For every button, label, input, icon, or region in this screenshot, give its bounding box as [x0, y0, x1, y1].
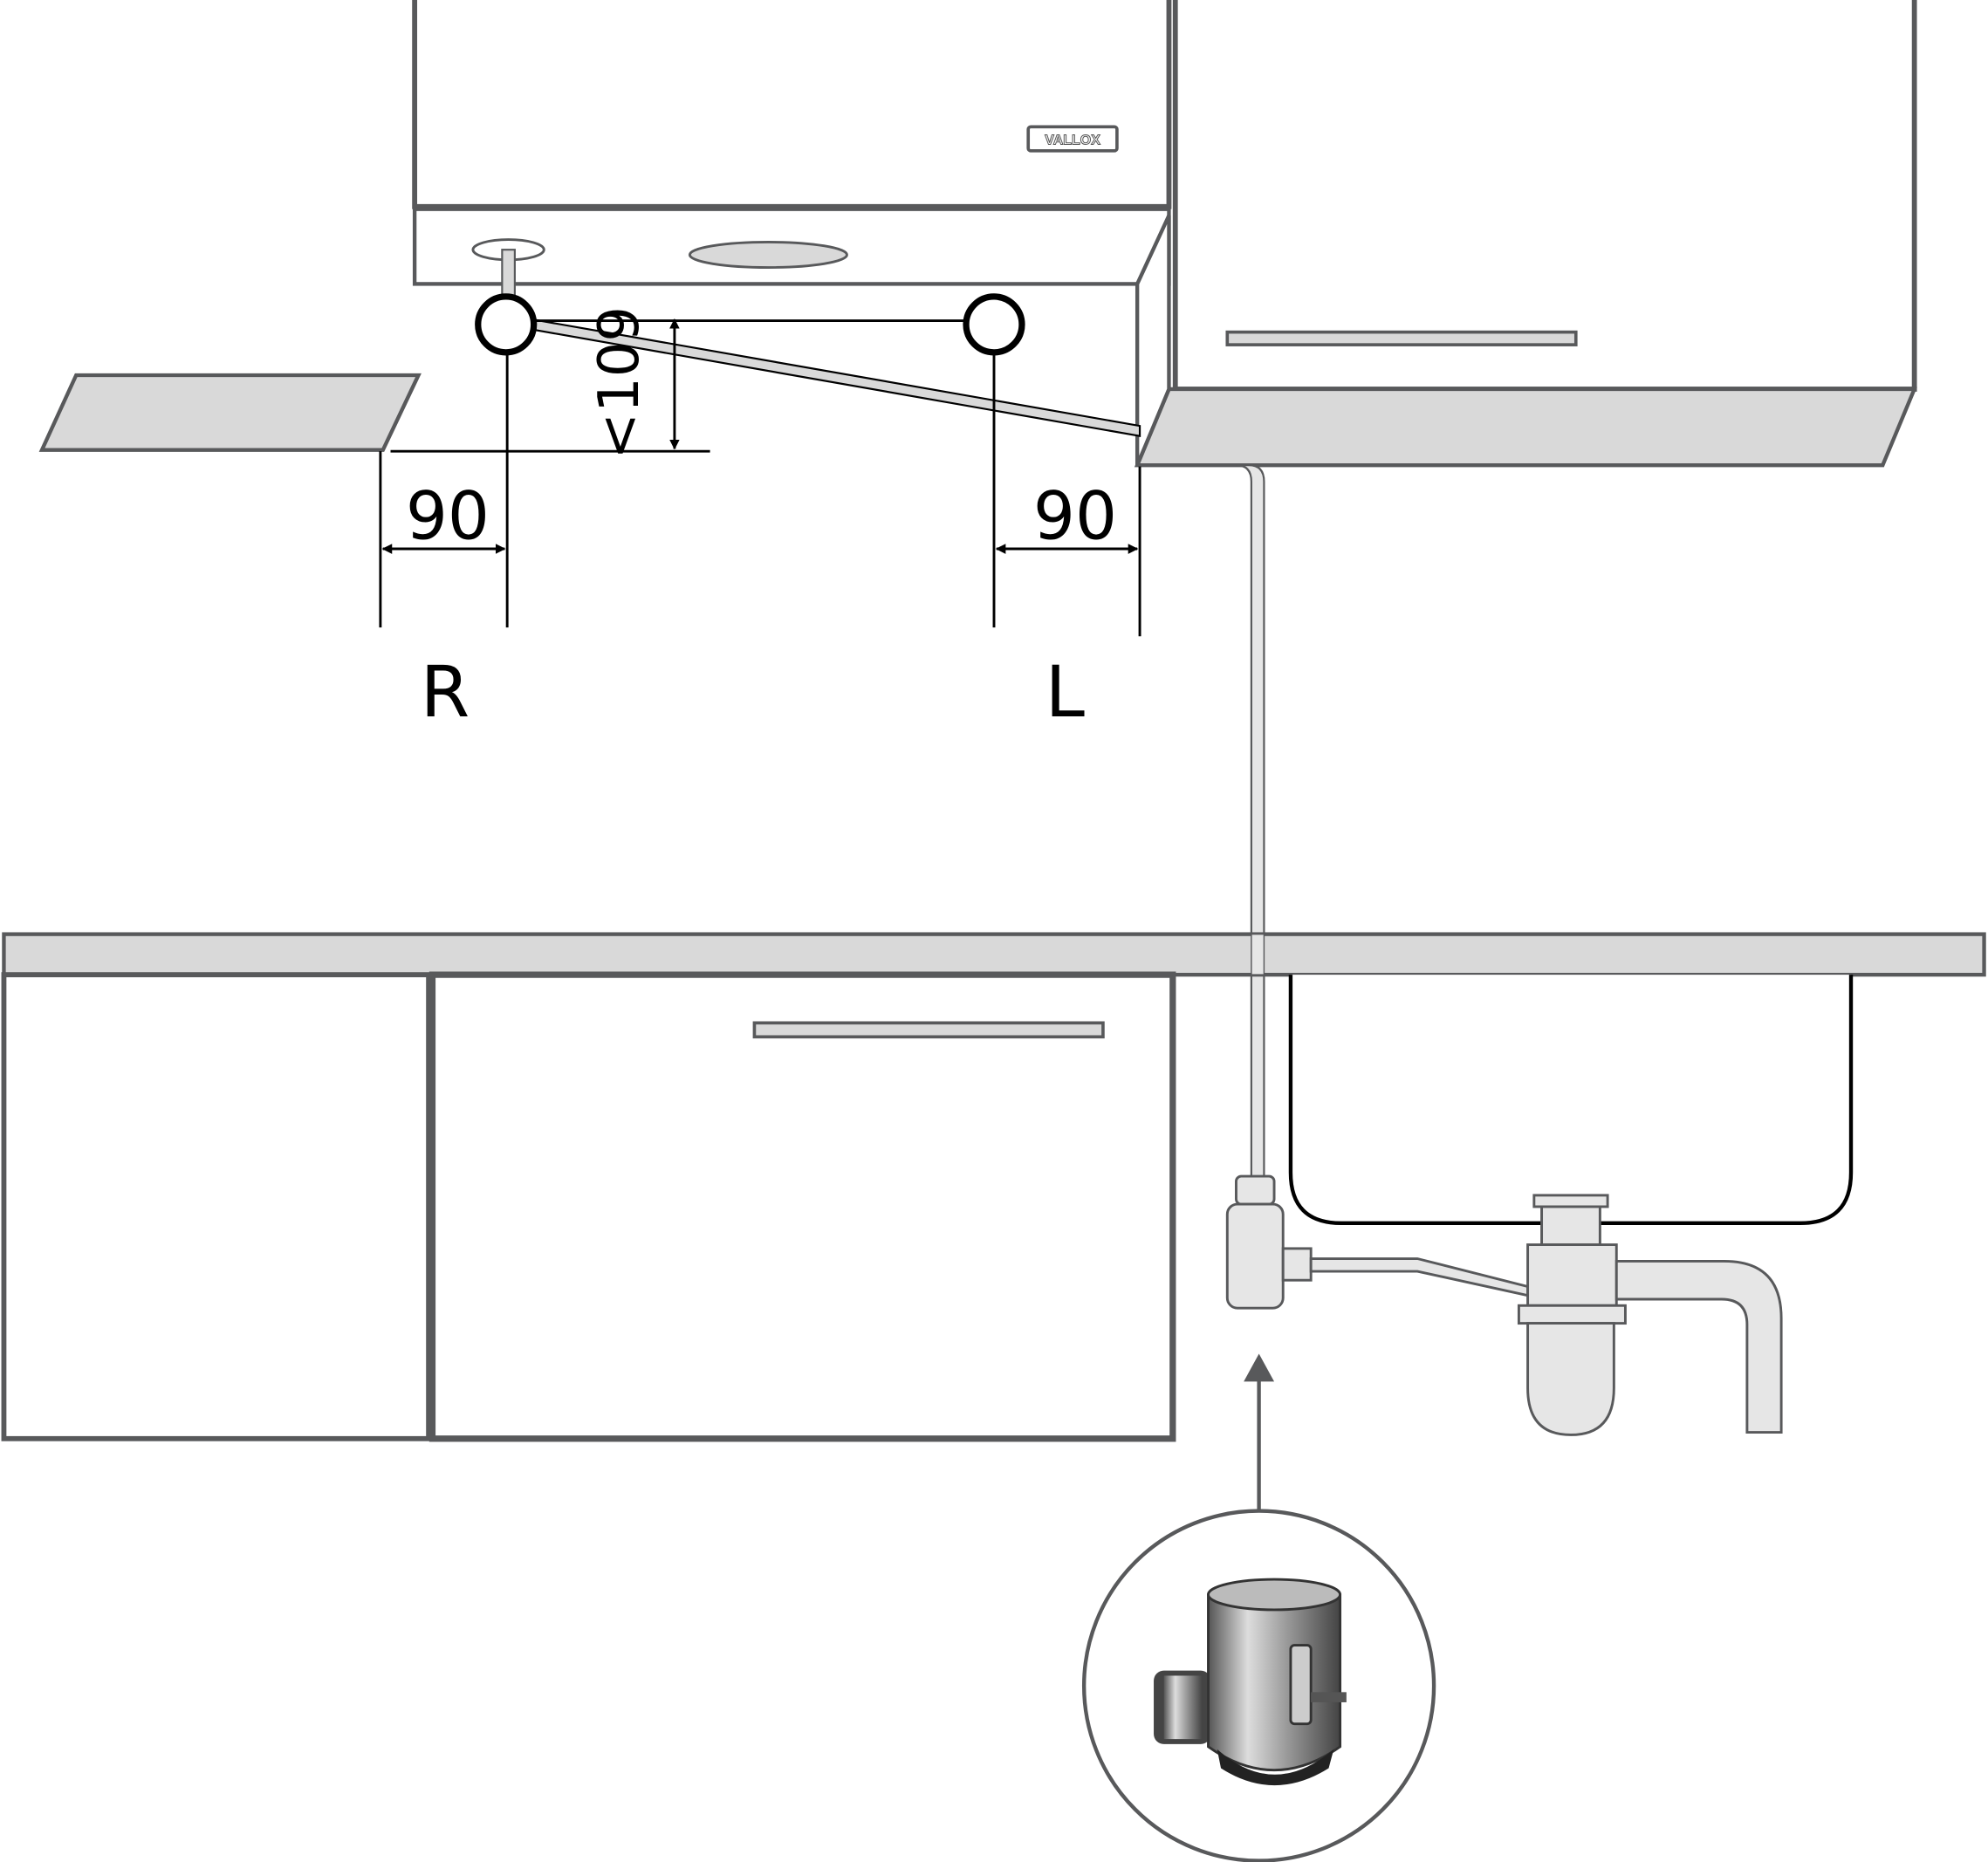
dimension-lines [379, 318, 1141, 637]
dimension-height-limit: <109 [587, 306, 652, 460]
connection-point-right [475, 293, 538, 356]
dimension-right-offset: 90 [406, 477, 490, 554]
right-upper-cabinet [1134, 0, 1917, 468]
vallox-logo: VALLOX [1026, 125, 1119, 153]
cabinet-handle [1225, 330, 1578, 346]
hood-lower-part [412, 207, 1171, 305]
label-left: L [1045, 651, 1085, 734]
pump-detail-image [1154, 1578, 1347, 1786]
drain-pipe [1236, 464, 1265, 1181]
hood-vent-opening [688, 241, 848, 269]
dimension-left-offset: 90 [1033, 477, 1117, 554]
sink-trap [1517, 1194, 1783, 1436]
lower-cabinet-drawer [428, 971, 1176, 1442]
drawer-handle [752, 1021, 1105, 1039]
condensate-pump [1225, 1174, 1530, 1310]
left-shelf [38, 373, 422, 452]
lower-cabinet-left [1, 972, 432, 1441]
connection-point-left [963, 293, 1025, 356]
label-right: R [421, 651, 470, 734]
countertop [2, 932, 1986, 977]
sink-basin [1288, 975, 1854, 1226]
svg-text:VALLOX: VALLOX [1045, 133, 1100, 148]
hood-housing: VALLOX [412, 0, 1172, 209]
pump-detail-view [1082, 1509, 1436, 1862]
